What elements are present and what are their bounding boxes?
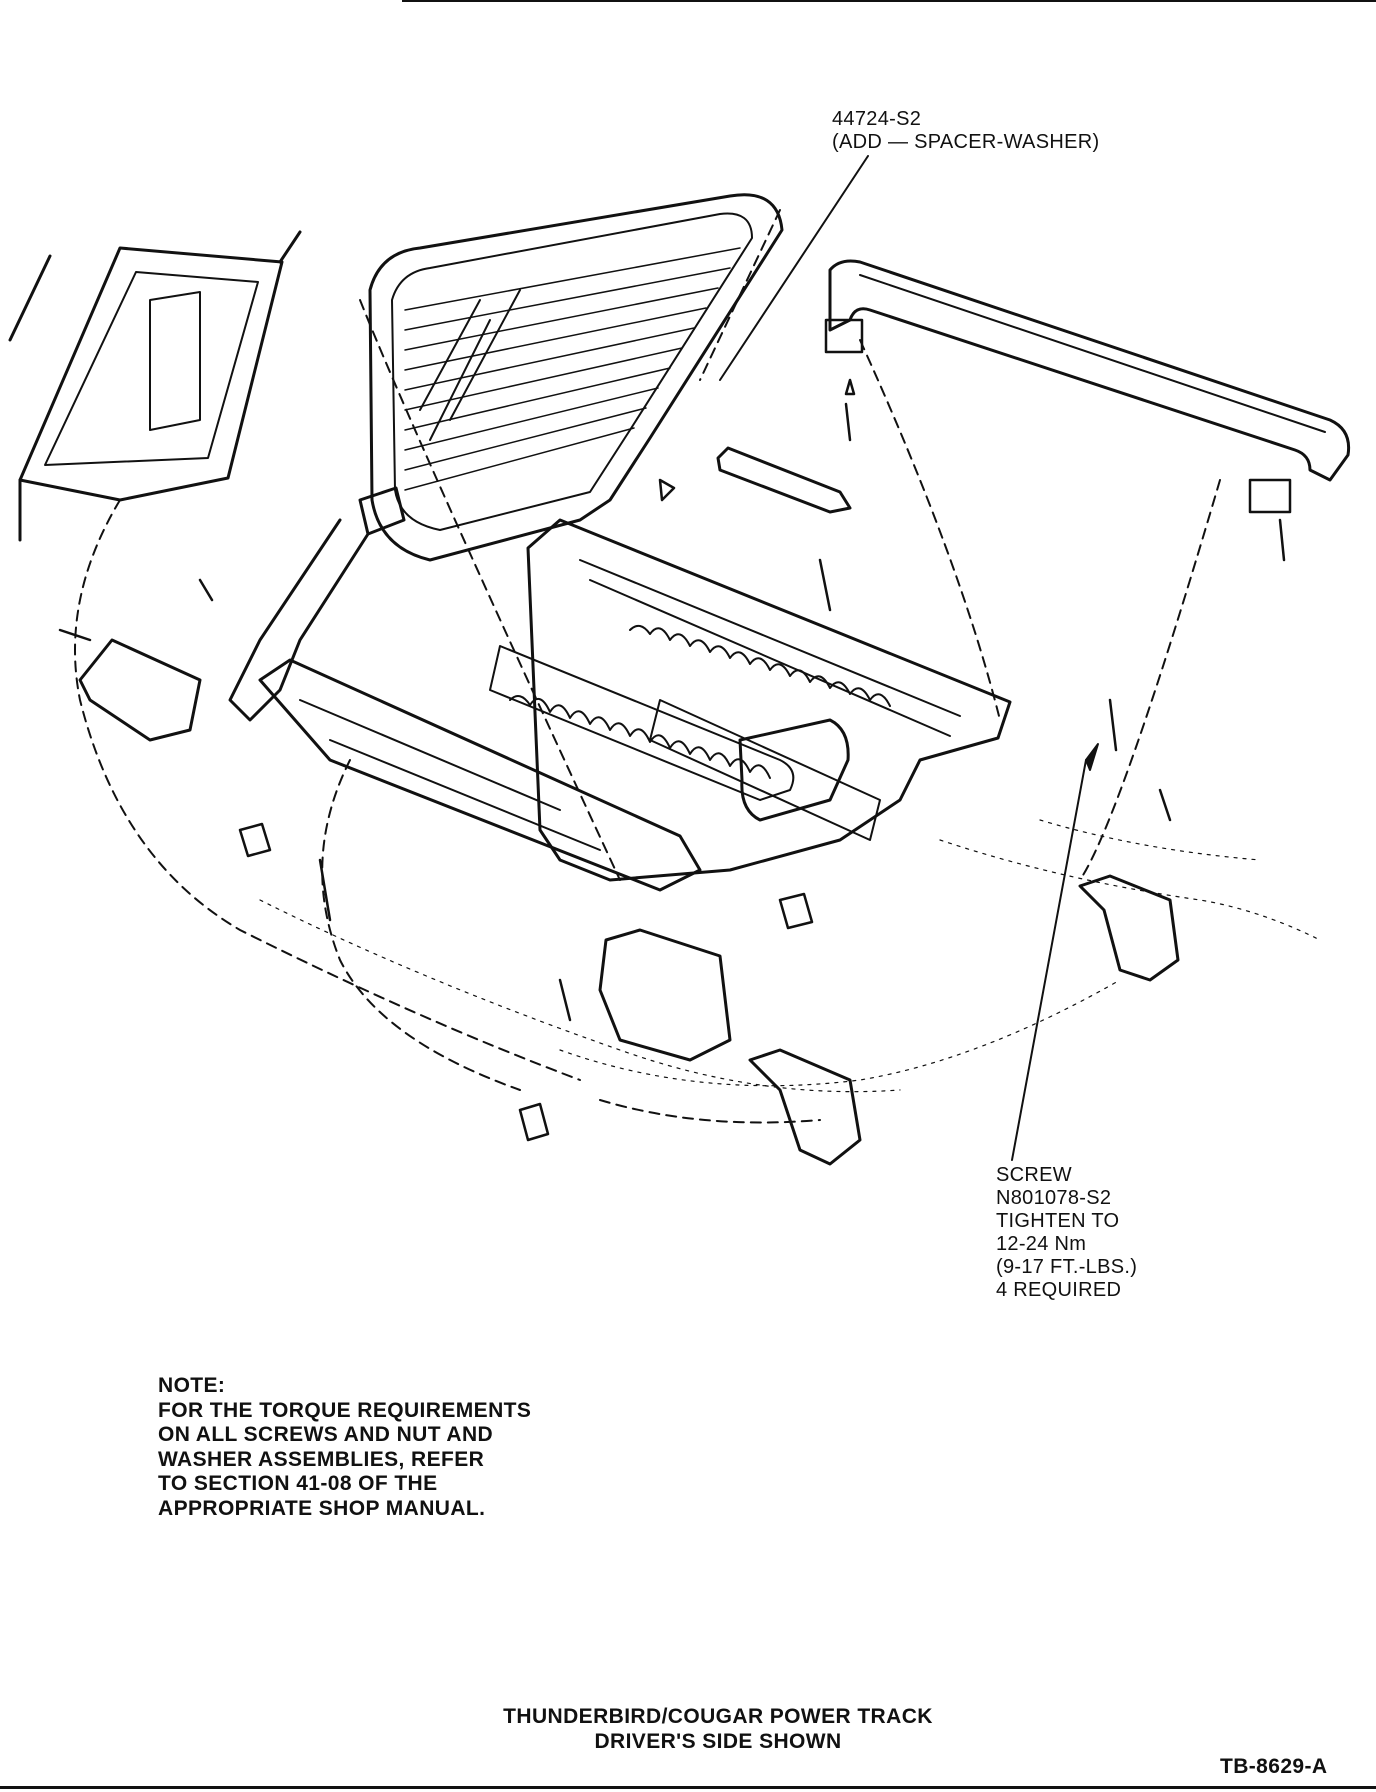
- screw-label: SCREW: [996, 1164, 1072, 1186]
- note-line: ON ALL SCREWS AND NUT AND: [158, 1423, 494, 1446]
- screw-quantity: 4 REQUIRED: [996, 1279, 1122, 1301]
- strap-bracket: [716, 446, 852, 514]
- screw-torque-imperial: (9-17 FT.-LBS.): [996, 1256, 1138, 1278]
- bolts: [58, 378, 1286, 1022]
- caption-subtitle: DRIVER'S SIDE SHOWN: [594, 1730, 842, 1753]
- caption-title: THUNDERBIRD/COUGAR POWER TRACK: [503, 1705, 933, 1728]
- seat-track-frame: [258, 518, 1012, 892]
- screw-instruction: TIGHTEN TO: [996, 1210, 1120, 1232]
- connectors: [238, 822, 814, 1142]
- bottom-rule: [0, 1786, 1376, 1789]
- figure-caption: THUNDERBIRD/COUGAR POWER TRACK DRIVER'S …: [400, 1704, 1036, 1754]
- spacer-washer-callout: 44724-S2 (ADD — SPACER-WASHER): [832, 108, 1099, 154]
- leader-lines: [719, 155, 1099, 1161]
- floor-texture: [259, 819, 1321, 1093]
- torque-note: NOTE: FOR THE TORQUE REQUIREMENTS ON ALL…: [158, 1374, 531, 1521]
- floor-feet: [748, 874, 1180, 1166]
- note-line: WASHER ASSEMBLIES, REFER: [158, 1447, 485, 1471]
- left-bracket: [78, 638, 202, 742]
- note-line: APPROPRIATE SHOP MANUAL.: [158, 1496, 486, 1520]
- front-bracket: [598, 928, 732, 1062]
- callout-part-number: 44724-S2: [832, 108, 922, 130]
- note-line: FOR THE TORQUE REQUIREMENTS: [158, 1398, 532, 1422]
- note-heading: NOTE:: [158, 1374, 226, 1397]
- door-panel: [8, 230, 302, 542]
- screw-part-number: N801078-S2: [996, 1187, 1112, 1209]
- note-line: TO SECTION 41-08 OF THE: [158, 1472, 438, 1495]
- top-rule: [402, 0, 1376, 2]
- seat-belt-buckle: [228, 486, 406, 722]
- motor-housing: [738, 718, 850, 822]
- screw-callout: SCREW N801078-S2 TIGHTEN TO 12-24 Nm (9-…: [996, 1164, 1137, 1302]
- seat-back-frame: [368, 193, 784, 562]
- callout-description: (ADD — SPACER-WASHER): [832, 131, 1100, 153]
- wiring-harness: [74, 209, 1221, 1124]
- screw-torque-metric: 12-24 Nm: [996, 1233, 1087, 1255]
- drive-springs: [509, 624, 891, 779]
- figure-id: TB-8629-A: [1220, 1755, 1328, 1778]
- upper-bar: [824, 259, 1351, 514]
